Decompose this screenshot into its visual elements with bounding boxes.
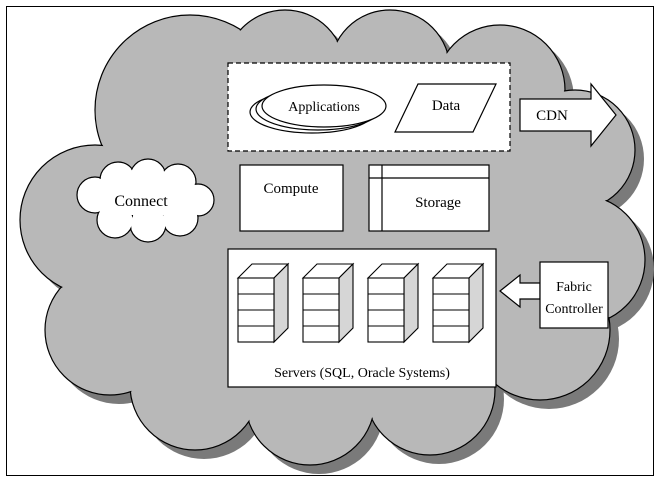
storage-label: Storage	[415, 195, 461, 211]
fabric-controller-label-line1: Fabric	[556, 280, 592, 295]
data-shape	[394, 83, 497, 133]
diagram-frame	[6, 6, 654, 476]
data-label: Data	[432, 98, 461, 114]
fabric-controller-box	[539, 261, 609, 329]
server-icon	[431, 262, 485, 344]
applications-label: Applications	[288, 100, 360, 115]
cdn-arrow	[519, 82, 617, 148]
server-stacks	[236, 262, 485, 344]
server-icon	[236, 262, 290, 344]
cdn-label: CDN	[536, 108, 568, 124]
fabric-controller-label-line2: Controller	[545, 302, 603, 317]
server-icon	[366, 262, 420, 344]
servers-label: Servers (SQL, Oracle Systems)	[274, 366, 450, 381]
connect-cloud-core	[78, 160, 213, 241]
server-icon	[301, 262, 355, 344]
storage-box	[368, 164, 490, 232]
compute-label: Compute	[264, 181, 319, 197]
connect-label: Connect	[114, 193, 168, 210]
compute-box	[239, 164, 344, 232]
applications-shape	[249, 84, 387, 134]
